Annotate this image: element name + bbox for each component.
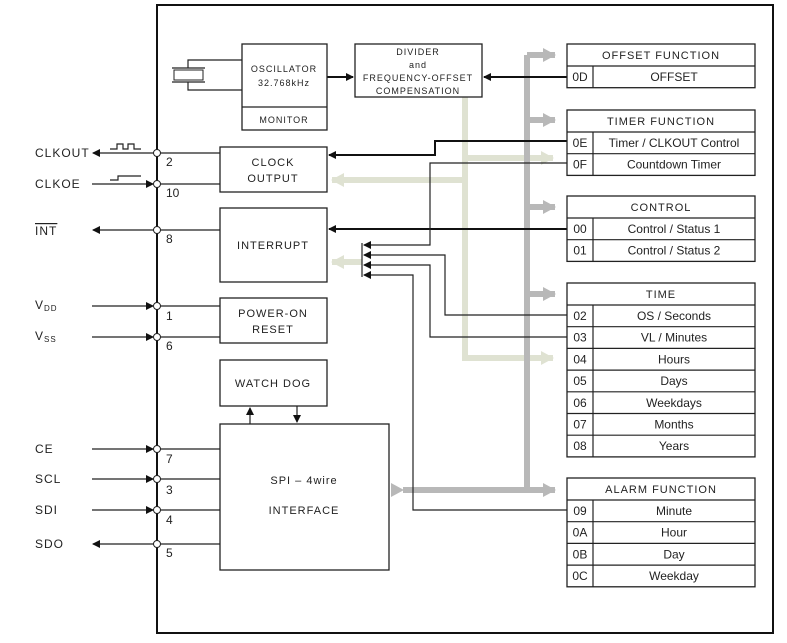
register-name: Minute xyxy=(656,504,692,518)
svg-text:RESET: RESET xyxy=(252,324,294,336)
register-table-alarm-function: ALARM FUNCTION 09 Minute 0A Hour 0B Day 0C Weekd… xyxy=(566,477,756,588)
svg-text:2: 2 xyxy=(166,155,173,169)
svg-text:DIVIDER: DIVIDER xyxy=(396,47,440,57)
monitor-label: MONITOR xyxy=(259,115,308,125)
register-address: 00 xyxy=(573,222,587,236)
svg-text:CLKOUT: CLKOUT xyxy=(35,146,90,160)
register-address: 0C xyxy=(572,569,588,583)
oscillator-label: OSCILLATOR xyxy=(251,64,317,74)
register-name: Years xyxy=(659,439,689,453)
register-name: Hours xyxy=(658,352,690,366)
svg-text:4: 4 xyxy=(166,513,173,527)
register-table-timer-function: TIMER FUNCTION 0E Timer / CLKOUT Control 0F… xyxy=(566,109,756,177)
register-name: OS / Seconds xyxy=(637,309,711,323)
register-address: 07 xyxy=(573,418,587,432)
svg-text:OUTPUT: OUTPUT xyxy=(247,173,298,185)
register-name: Hour xyxy=(661,526,687,540)
svg-text:CLKOE: CLKOE xyxy=(35,177,81,191)
interrupt-block: INTERRUPT xyxy=(219,207,328,283)
register-address: 08 xyxy=(573,439,587,453)
register-name: Timer / CLKOUT Control xyxy=(609,136,740,150)
register-table-time: TIME 02 OS / Seconds 03 VL / Minutes 04 Hours 0… xyxy=(566,282,756,458)
register-name: Day xyxy=(663,547,684,561)
svg-text:INTERRUPT: INTERRUPT xyxy=(237,240,309,252)
svg-text:and: and xyxy=(409,60,427,70)
register-name: Weekday xyxy=(649,569,699,583)
signal-lines xyxy=(246,73,567,511)
svg-text:FREQUENCY-OFFSET: FREQUENCY-OFFSET xyxy=(363,73,473,83)
square-wave-icon xyxy=(110,143,141,150)
register-table-offset-function: OFFSET FUNCTION 0D OFFSET xyxy=(566,43,756,89)
power-on-reset-block: POWER-ON RESET xyxy=(219,297,328,344)
register-name: Control / Status 1 xyxy=(628,222,721,236)
clock-output-block: CLOCK OUTPUT xyxy=(219,146,328,193)
data-bus xyxy=(391,48,556,497)
oscillator-block: OSCILLATOR 32.768kHz MONITOR xyxy=(241,43,328,131)
register-name: Months xyxy=(654,418,693,432)
register-address: 0A xyxy=(573,526,588,540)
svg-text:POWER-ON: POWER-ON xyxy=(238,308,308,320)
svg-text:CLOCK: CLOCK xyxy=(252,157,295,169)
oscillator-frequency: 32.768kHz xyxy=(258,78,310,88)
svg-text:CE: CE xyxy=(35,442,54,456)
svg-text:3: 3 xyxy=(166,483,173,497)
step-signal-icon xyxy=(110,175,141,181)
register-address: 06 xyxy=(573,396,587,410)
svg-text:10: 10 xyxy=(166,186,180,200)
register-name: VL / Minutes xyxy=(641,331,707,345)
svg-text:WATCH DOG: WATCH DOG xyxy=(235,378,311,390)
register-name: Days xyxy=(660,374,687,388)
svg-text:SPI – 4wire: SPI – 4wire xyxy=(270,475,337,487)
spi-interface-block: SPI – 4wire INTERFACE xyxy=(219,423,390,571)
svg-text:5: 5 xyxy=(166,546,173,560)
svg-text:SDI: SDI xyxy=(35,503,58,517)
svg-text:VDD: VDD xyxy=(35,298,58,313)
register-table-title: CONTROL xyxy=(631,202,692,214)
register-name: Countdown Timer xyxy=(627,158,721,172)
register-address: 0F xyxy=(573,158,587,172)
svg-text:SDO: SDO xyxy=(35,537,64,551)
svg-text:7: 7 xyxy=(166,452,173,466)
register-address: 0B xyxy=(573,547,588,561)
svg-text:SCL: SCL xyxy=(35,472,61,486)
register-table-control: CONTROL 00 Control / Status 1 01 Control / S… xyxy=(566,195,756,263)
register-table-title: OFFSET FUNCTION xyxy=(602,50,720,62)
crystal-icon xyxy=(172,59,242,91)
svg-text:8: 8 xyxy=(166,232,173,246)
register-name: OFFSET xyxy=(650,70,698,84)
svg-text:COMPENSATION: COMPENSATION xyxy=(376,86,460,96)
svg-text:6: 6 xyxy=(166,339,173,353)
register-address: 0D xyxy=(572,70,588,84)
register-table-title: ALARM FUNCTION xyxy=(605,484,717,496)
register-name: Weekdays xyxy=(646,396,702,410)
register-address: 04 xyxy=(573,352,587,366)
svg-text:VSS: VSS xyxy=(35,329,57,344)
chip-outline xyxy=(156,4,774,634)
register-address: 03 xyxy=(573,331,587,345)
register-table-title: TIME xyxy=(646,289,676,301)
register-address: 09 xyxy=(573,504,587,518)
divider-block: DIVIDER and FREQUENCY-OFFSET COMPENSATIO… xyxy=(354,43,483,98)
clock-bus xyxy=(331,97,554,365)
svg-text:INTERFACE: INTERFACE xyxy=(269,505,340,517)
svg-text:INT: INT xyxy=(35,224,57,238)
register-address: 05 xyxy=(573,374,587,388)
register-address: 01 xyxy=(573,244,587,258)
svg-text:1: 1 xyxy=(166,309,173,323)
register-name: Control / Status 2 xyxy=(628,244,721,258)
register-table-title: TIMER FUNCTION xyxy=(607,116,715,128)
watchdog-block: WATCH DOG xyxy=(219,359,328,407)
register-address: 02 xyxy=(573,309,587,323)
register-address: 0E xyxy=(573,136,588,150)
